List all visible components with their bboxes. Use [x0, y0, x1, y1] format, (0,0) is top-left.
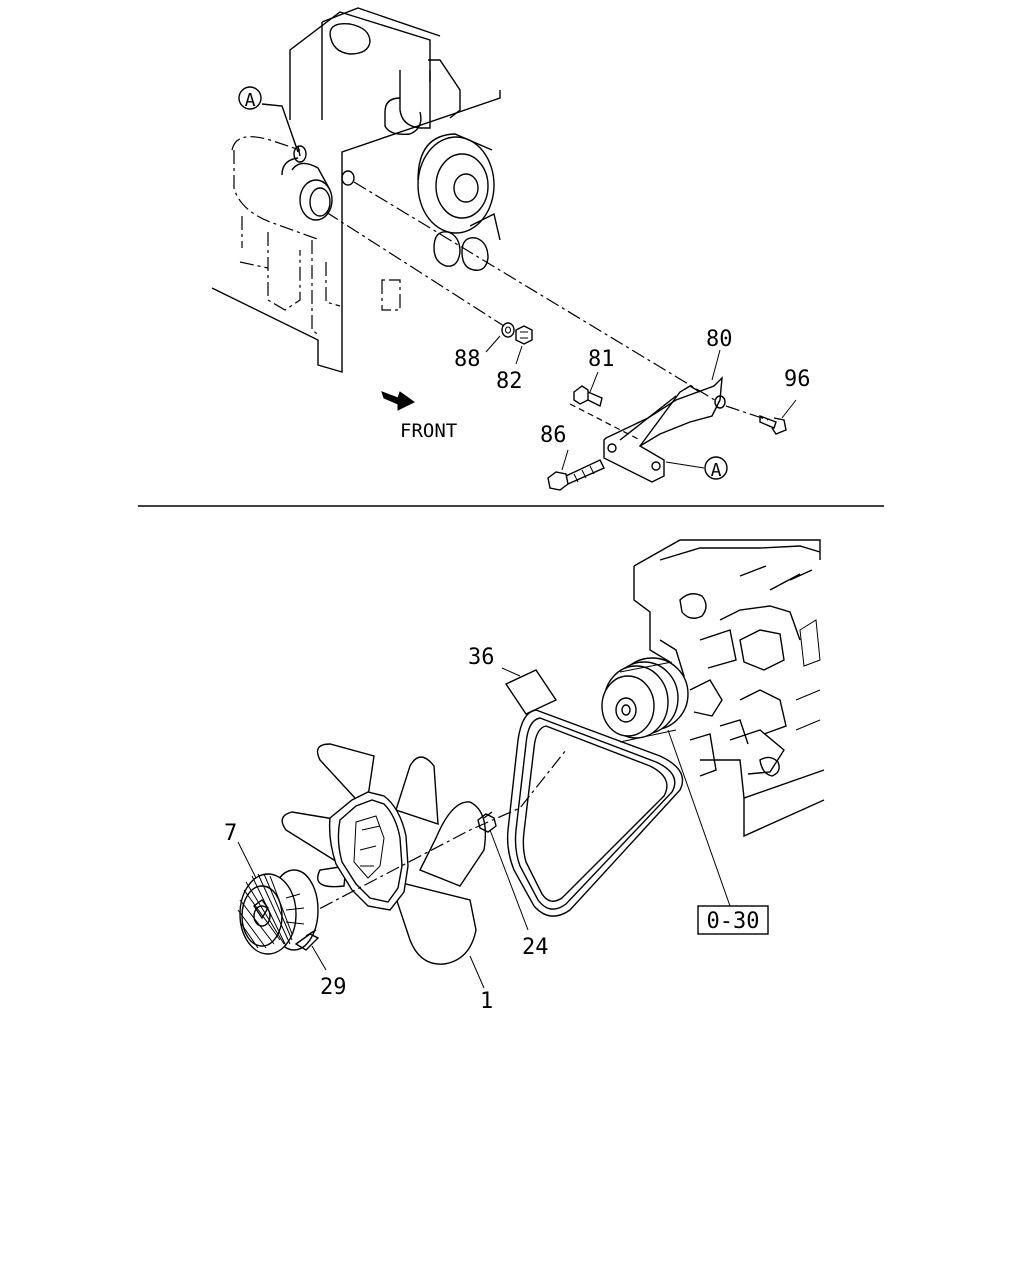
nut-82: [515, 325, 533, 345]
callout-86: 86: [540, 423, 567, 448]
bolt-29: [294, 929, 320, 951]
washer-88: [501, 322, 515, 338]
front-label: FRONT: [400, 420, 457, 442]
callout-81: 81: [588, 347, 615, 372]
svg-text:0-30: 0-30: [707, 909, 760, 934]
ref-a-leader-top: [261, 103, 299, 153]
alignment-line-88: [325, 211, 505, 327]
fan-axis-line: [297, 749, 567, 921]
ref-box-leader: [667, 729, 731, 907]
bolt-24: [477, 811, 497, 833]
ref-a-circle-bracket: A: [665, 456, 728, 481]
callout-36-leader: [501, 667, 558, 715]
bolt-86: [547, 459, 605, 491]
ref-box-0-30: 0-30: [697, 905, 769, 935]
callout-82: 82: [496, 369, 523, 394]
bolt-81: [569, 385, 641, 441]
front-direction-arrow: FRONT: [381, 391, 457, 442]
ref-a-circle-top: A: [238, 86, 262, 111]
callout-36: 36: [468, 645, 495, 670]
alignment-line-96: [725, 405, 769, 421]
crankshaft-pulley: [601, 657, 689, 743]
callout-29: 29: [320, 975, 347, 1000]
callout-88: 88: [454, 347, 481, 372]
v-belt-36: [506, 709, 684, 917]
fan-clutch-7: [237, 869, 319, 955]
engine-block-lower: [633, 539, 825, 838]
callout-7: 7: [224, 821, 237, 846]
callout-80: 80: [706, 327, 733, 352]
bracket-80: [603, 376, 726, 483]
callout-96: 96: [784, 367, 811, 392]
alignment-line-80: [353, 181, 719, 403]
callout-1: 1: [480, 989, 493, 1014]
svg-text:A: A: [711, 460, 722, 481]
callout-24: 24: [522, 935, 549, 960]
fan-1: [281, 743, 487, 965]
engine-block-upper: [211, 7, 501, 373]
bolt-96: [759, 414, 787, 435]
svg-text:A: A: [245, 90, 256, 111]
